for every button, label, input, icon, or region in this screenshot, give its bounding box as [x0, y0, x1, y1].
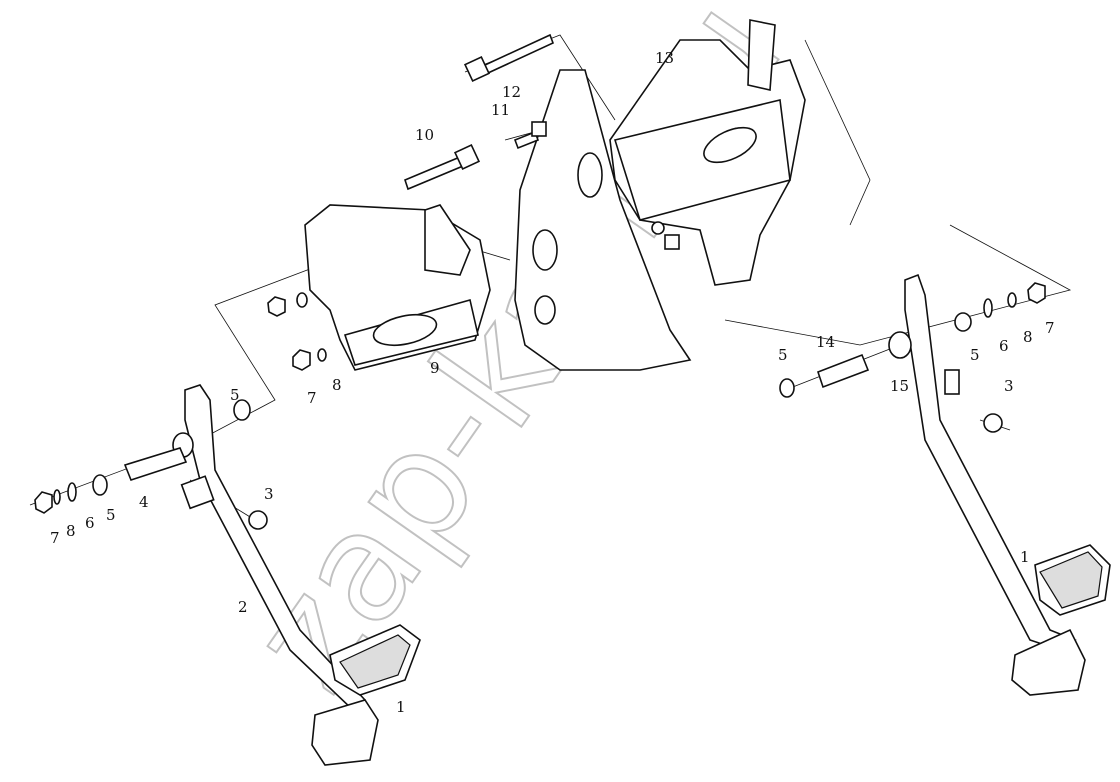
callout-3: 3	[1004, 377, 1014, 395]
callout-11: 11	[491, 101, 510, 119]
callout-5: 5	[106, 506, 116, 524]
clutch-pedal	[34, 292, 421, 766]
callout-12: 12	[502, 83, 521, 101]
callout-7: 7	[50, 529, 60, 547]
callout-8: 8	[1023, 328, 1033, 346]
clutch-bracket	[304, 204, 491, 371]
callout-4: 4	[139, 493, 149, 511]
bolts	[404, 33, 680, 250]
callout-15: 15	[890, 377, 909, 395]
callout-5: 5	[778, 346, 788, 364]
callout-3: 3	[264, 485, 274, 503]
callout-7: 7	[307, 389, 317, 407]
callout-7: 7	[1045, 319, 1055, 337]
callout-5: 5	[970, 346, 980, 364]
callout-5: 5	[230, 386, 240, 404]
callout-8: 8	[66, 522, 76, 540]
brake-bracket	[609, 19, 806, 286]
callout-14: 14	[816, 333, 835, 351]
callout-10: 10	[415, 126, 434, 144]
brake-pedal	[779, 273, 1111, 696]
callout-13: 13	[655, 49, 674, 67]
callout-9: 9	[430, 359, 440, 377]
center-plate	[514, 69, 692, 371]
callout-2: 2	[238, 598, 248, 616]
callout-6: 6	[999, 337, 1009, 355]
callout-1: 1	[396, 698, 406, 716]
callout-6: 6	[85, 514, 95, 532]
callout-1: 1	[1020, 548, 1030, 566]
callouts: 1 1 2 3 3 4 5 5 5 5 6 6 7 7 7 8 8 8 9 10…	[50, 49, 1055, 716]
callout-8: 8	[332, 376, 342, 394]
